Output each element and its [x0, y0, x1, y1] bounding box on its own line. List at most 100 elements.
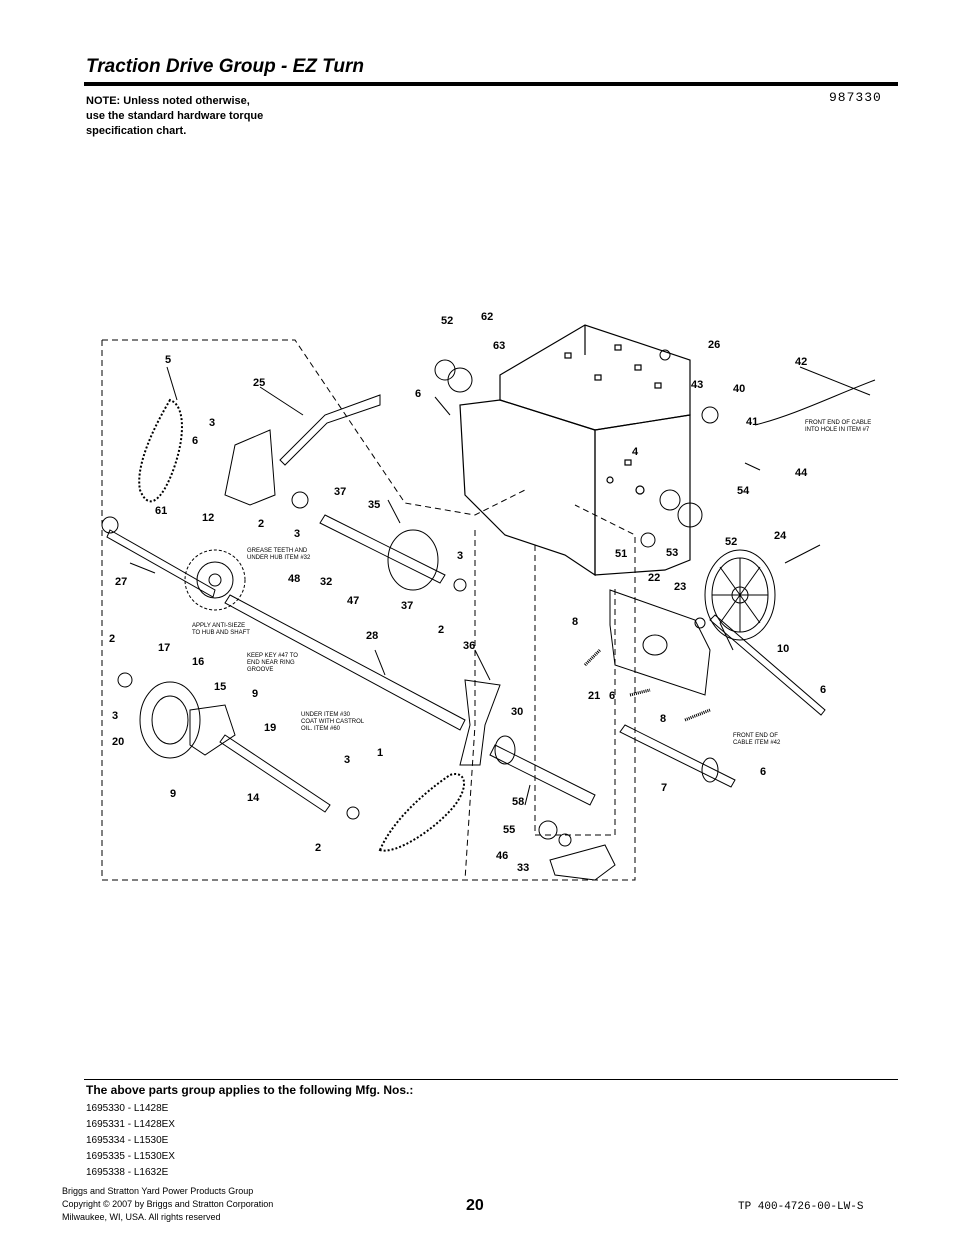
note-line: specification chart.: [86, 125, 187, 137]
shaft-14: [219, 734, 331, 813]
diagram-ref-number: 987330: [829, 90, 882, 105]
annotation-line: FRONT END OF CABLE: [805, 420, 871, 426]
dashed-outline: [101, 340, 636, 881]
callout: 8: [572, 616, 578, 628]
callout: 12: [202, 512, 214, 524]
hub-16: [139, 681, 201, 759]
callout: 63: [493, 340, 505, 352]
callout: 2: [258, 518, 264, 530]
callout: 3: [209, 417, 215, 429]
callout: 15: [214, 681, 226, 693]
annotation-line: CABLE ITEM #42: [733, 740, 781, 746]
applies-rule: [84, 1079, 898, 1080]
callout: 16: [192, 656, 204, 668]
annotation-line: COAT WITH CASTROL: [301, 719, 365, 725]
note-line: use the standard hardware torque: [86, 110, 264, 122]
callout: 52: [725, 536, 737, 548]
callout: 3: [294, 528, 300, 540]
sprocket-gear: [184, 549, 246, 611]
callout: 6: [415, 388, 421, 400]
model-item: 1695334 - L1530E: [86, 1135, 169, 1146]
annotation-line: GROOVE: [247, 667, 273, 673]
callout: 1: [377, 747, 383, 759]
footer-line: Copyright © 2007 by Briggs and Stratton …: [62, 1199, 274, 1209]
callout: 14: [247, 792, 260, 804]
callout: 61: [155, 505, 167, 517]
callout: 42: [795, 356, 807, 368]
callout: 54: [737, 485, 750, 497]
callout: 3: [457, 550, 463, 562]
callout: 2: [438, 624, 444, 636]
callout: 37: [401, 600, 413, 612]
disc-35: [319, 514, 446, 591]
company-footer: Briggs and Stratton Yard Power Products …: [62, 1185, 273, 1224]
callout: 51: [615, 548, 627, 560]
model-item: 1695331 - L1428EX: [86, 1119, 175, 1130]
callout: 44: [795, 467, 808, 479]
bracket-assembly: [224, 429, 276, 506]
callout: 52: [441, 315, 453, 327]
spring-8: [583, 648, 602, 667]
footer-line: Briggs and Stratton Yard Power Products …: [62, 1186, 254, 1196]
callout: 24: [774, 530, 787, 542]
callout: 26: [708, 339, 720, 351]
annotation-line: UNDER ITEM #30: [301, 712, 351, 718]
callout: 36: [463, 640, 475, 652]
shaft-25: [279, 394, 381, 466]
bracket-33: [549, 844, 616, 881]
callout: 35: [368, 499, 380, 511]
model-item: 1695338 - L1632E: [86, 1167, 169, 1178]
callout: 5: [165, 354, 171, 366]
callout: 8: [660, 713, 666, 725]
chassis-frame: [459, 324, 691, 577]
plate-22: [609, 589, 711, 696]
callout: 47: [347, 595, 359, 607]
model-item: 1695330 - L1428E: [86, 1103, 169, 1114]
callout: 40: [733, 383, 745, 395]
title-rule: [84, 82, 898, 86]
callout: 2: [109, 633, 115, 645]
chain-5: [138, 398, 183, 503]
model-list: 1695330 - L1428E 1695331 - L1428EX 16953…: [86, 1101, 175, 1181]
callout: 9: [170, 788, 176, 800]
callout: 3: [112, 710, 118, 722]
note-line: NOTE: Unless noted otherwise,: [86, 95, 250, 107]
callout: 55: [503, 824, 515, 836]
callout: 4: [632, 446, 639, 458]
callout: 37: [334, 486, 346, 498]
page-number: 20: [466, 1197, 484, 1214]
exploded-parts-diagram: 52 62 63 26 42 5 25 6 43 40 41 3 6 4 44 …: [101, 311, 876, 881]
callout: 19: [264, 722, 276, 734]
callout: 17: [158, 642, 170, 654]
callout: 41: [746, 416, 758, 428]
callout: 27: [115, 576, 127, 588]
model-item: 1695335 - L1530EX: [86, 1151, 175, 1162]
callout: 6: [760, 766, 766, 778]
chain-1: [378, 773, 465, 852]
shaft-28: [224, 594, 466, 731]
callout: 2: [315, 842, 321, 854]
callout: 23: [674, 581, 686, 593]
torque-note: NOTE: Unless noted otherwise, use the st…: [86, 94, 263, 139]
dashed-outline: [534, 545, 616, 836]
wheel-24: [704, 549, 776, 641]
shaft-30: [489, 744, 596, 806]
annotation-line: GREASE TEETH AND: [247, 548, 308, 554]
callout: 6: [609, 690, 615, 702]
spring-8: [629, 688, 651, 697]
callout: 25: [253, 377, 265, 389]
callout: 21: [588, 690, 600, 702]
annotation-line: OIL. ITEM #60: [301, 726, 341, 732]
shaft-27: [106, 529, 216, 598]
shaft-7: [619, 724, 736, 788]
callout: 46: [496, 850, 508, 862]
shaft-10: [709, 614, 826, 716]
callout: 10: [777, 643, 789, 655]
bracket-15: [189, 704, 236, 756]
document-code: TP 400-4726-00-LW-S: [738, 1201, 864, 1213]
